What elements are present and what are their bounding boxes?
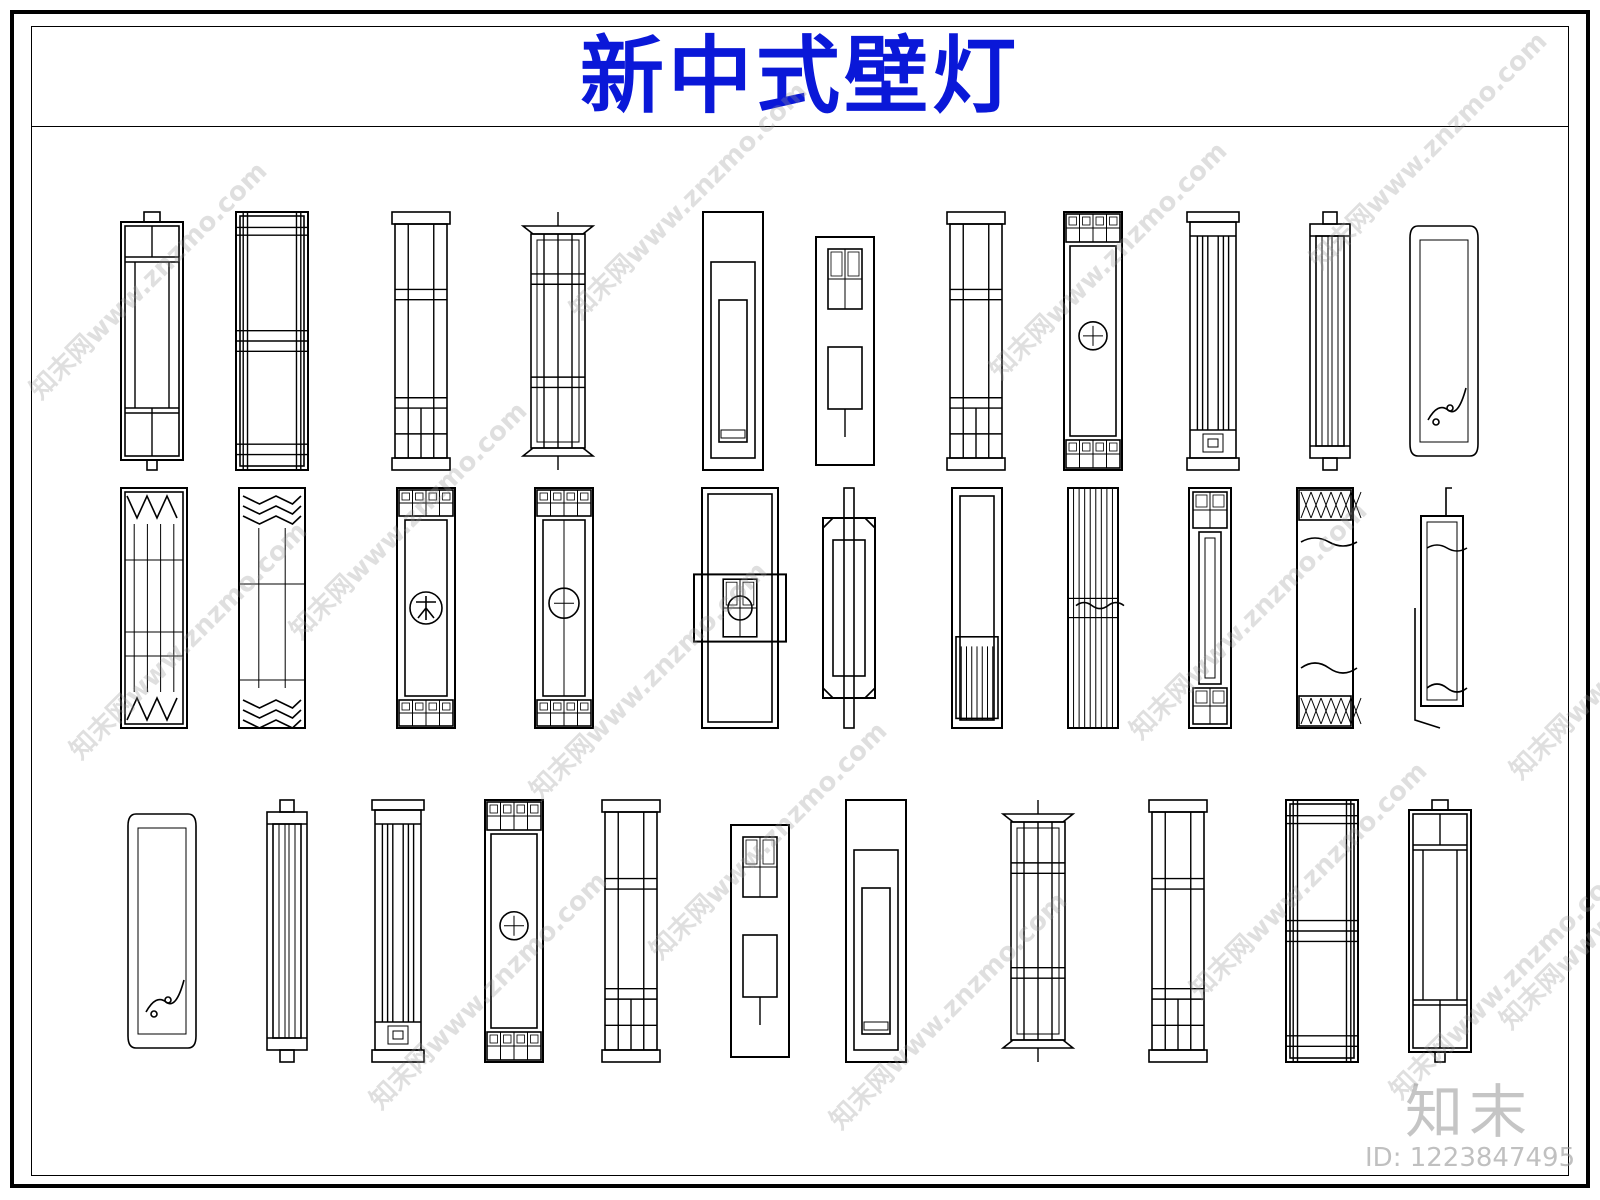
lamp-weave-ends-r2-10 <box>1296 487 1362 729</box>
lamp-scroll-blossom-r3-1 <box>127 813 197 1049</box>
lamp-column-cap-r3-9 <box>1148 799 1208 1063</box>
lamp-cage-flared-r1-4 <box>520 212 596 470</box>
lamp-double-grid-r3-10 <box>1285 799 1359 1063</box>
lamp-rod-panel-r2-6 <box>822 487 876 729</box>
lamp-medallion-fret-r1-8 <box>1063 211 1123 471</box>
lamp-fret-medallion-r2-4 <box>534 487 594 729</box>
lamp-slatted-base-r2-7 <box>951 487 1003 729</box>
lamp-column-cap-r1-3 <box>391 211 451 471</box>
lamp-recessed-box-r1-5 <box>702 211 764 471</box>
lamp-recessed-box-r3-7 <box>845 799 907 1063</box>
lamp-fret-frame-r2-9 <box>1188 487 1232 729</box>
outer-border <box>10 10 1590 1188</box>
lamp-tube-clip-r3-2 <box>266 799 308 1063</box>
brand-watermark: 知末 <box>1405 1078 1534 1146</box>
lamp-slat-fret-r1-9 <box>1186 211 1240 471</box>
lamp-column-cap-r3-5 <box>601 799 661 1063</box>
lamp-chevron-grid-r2-1 <box>120 487 188 729</box>
lamp-double-grid-r1-2 <box>235 211 309 471</box>
lamp-column-cap-r1-7 <box>946 211 1006 471</box>
lamp-cage-flared-r3-8 <box>1000 800 1076 1062</box>
page-title: 新中式壁灯 <box>579 26 1020 125</box>
lamp-scroll-blossom-r1-11 <box>1409 225 1479 457</box>
lamp-square-grid-r1-1 <box>120 211 184 471</box>
inner-border <box>31 26 1569 1176</box>
title-band: 新中式壁灯 <box>31 26 1569 127</box>
lamp-slat-fret-r3-3 <box>371 799 425 1063</box>
lamp-plaque-arm-r1-6 <box>815 236 875 466</box>
lamp-band-medallion-r2-5 <box>693 487 787 729</box>
image-id-label: ID: 1223847495 <box>1365 1143 1576 1173</box>
lamp-plaque-arm-r3-6 <box>730 824 790 1058</box>
lamp-flute-wave-r2-8 <box>1067 487 1125 729</box>
lamp-tube-clip-r1-10 <box>1309 211 1351 471</box>
lamp-fret-tea-r2-3 <box>396 487 456 729</box>
lamp-medallion-fret-r3-4 <box>484 799 544 1063</box>
lamp-hook-bracket-r2-11 <box>1414 487 1468 729</box>
lamp-chevron-tall-r2-2 <box>238 487 306 729</box>
lamp-square-grid-r3-11 <box>1408 799 1472 1063</box>
